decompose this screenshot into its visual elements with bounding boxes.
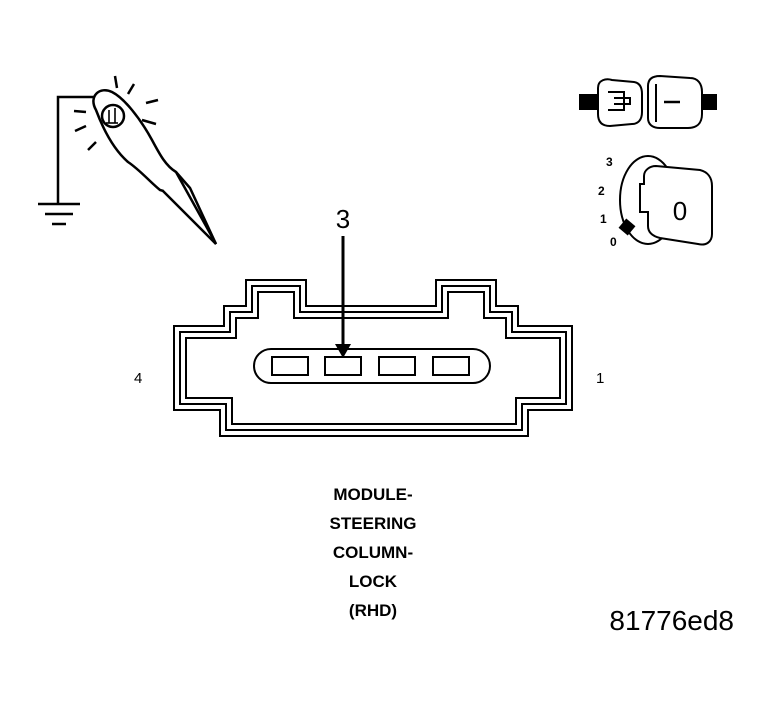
connector-outline-middle	[179, 285, 567, 431]
connector-housing	[173, 279, 573, 437]
pin-terminal-3	[324, 356, 362, 376]
connector-outline-inner	[185, 291, 561, 425]
ignition-switch-icon	[579, 74, 717, 129]
pin-terminal-1	[432, 356, 470, 376]
caption-line: STEERING	[330, 514, 417, 533]
ignition-position-3: 3	[606, 155, 613, 169]
pin-label-1: 1	[596, 370, 604, 387]
pin-terminal-4	[271, 356, 309, 376]
ignition-key-icon	[618, 155, 713, 246]
connector-outline-outer	[173, 279, 573, 437]
pin-label-4: 4	[134, 370, 142, 387]
ignition-position-labels: 3 2 1 0 0	[598, 155, 687, 249]
key-label: 0	[673, 196, 687, 226]
caption-line: COLUMN-	[333, 543, 413, 562]
caption-line: MODULE-	[333, 485, 412, 504]
pin-callout-arrow	[335, 236, 351, 358]
pin-cavity	[253, 348, 491, 384]
ignition-position-2: 2	[598, 184, 605, 198]
pin-callout-label: 3	[336, 204, 350, 234]
caption-line: (RHD)	[349, 601, 397, 620]
test-light-icon	[38, 75, 218, 245]
pin-terminal-2	[378, 356, 416, 376]
figure-id: 81776ed8	[609, 605, 734, 636]
ignition-position-0: 0	[610, 235, 617, 249]
ignition-position-1: 1	[600, 212, 607, 226]
caption-line: LOCK	[349, 572, 398, 591]
component-caption: MODULE- STEERING COLUMN- LOCK (RHD)	[330, 485, 417, 620]
